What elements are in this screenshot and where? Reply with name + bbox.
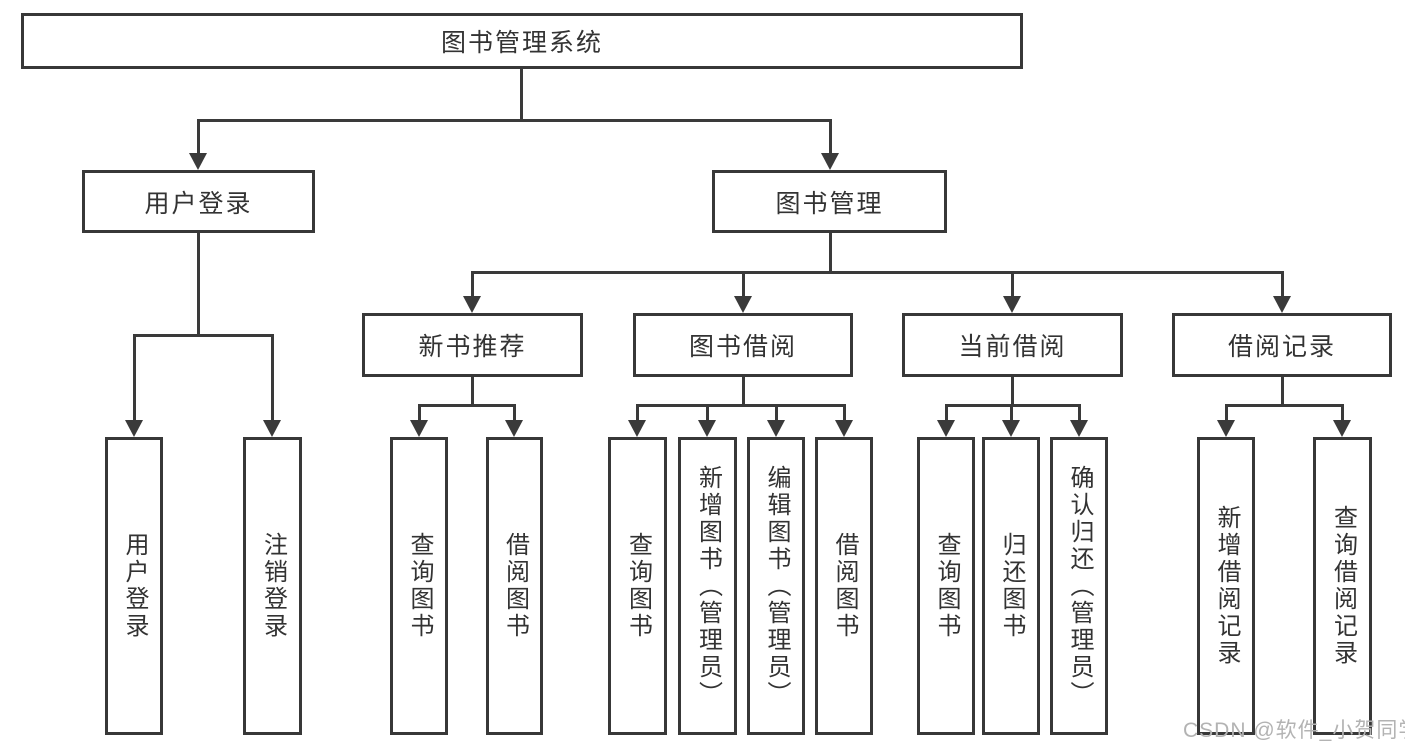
node-new-book: 新书推荐 xyxy=(362,313,583,377)
arrow-down-icon xyxy=(189,153,207,170)
leaf-nb-query-book: 查询图书 xyxy=(390,437,448,735)
arrow-down-icon xyxy=(1070,420,1088,437)
leaf-user-login: 用户登录 xyxy=(105,437,163,735)
leaf-br-add-record: 新增借阅记录 xyxy=(1197,437,1255,735)
arrow-down-icon xyxy=(734,296,752,313)
connector-line xyxy=(513,404,516,422)
node-label: 图书借阅 xyxy=(688,333,797,361)
node-label: 查询图书 xyxy=(933,532,960,640)
node-label: 图书管理 xyxy=(775,189,884,218)
arrow-down-icon xyxy=(628,420,646,437)
arrow-down-icon xyxy=(1273,296,1291,313)
connector-line xyxy=(945,404,948,422)
connector-line xyxy=(1010,404,1013,422)
arrow-down-icon xyxy=(463,296,481,313)
arrow-down-icon xyxy=(767,420,785,437)
node-book-mgmt: 图书管理 xyxy=(712,170,947,233)
connector-line xyxy=(471,271,1283,274)
node-label: 借阅图书 xyxy=(501,532,529,640)
node-label: 注销登录 xyxy=(259,532,287,640)
connector-line xyxy=(520,69,523,121)
node-label: 借阅记录 xyxy=(1227,333,1336,361)
connector-line xyxy=(197,119,200,155)
arrow-down-icon xyxy=(1003,296,1021,313)
leaf-bb-query-book: 查询图书 xyxy=(608,437,667,735)
node-book-borrow: 图书借阅 xyxy=(633,313,853,377)
node-label: 确认归还（管理员） xyxy=(1066,464,1093,708)
connector-line xyxy=(775,404,778,422)
arrow-down-icon xyxy=(821,153,839,170)
arrow-down-icon xyxy=(410,420,428,437)
node-label: 编辑图书（管理员） xyxy=(763,464,790,708)
arrow-down-icon xyxy=(505,420,523,437)
leaf-br-query-record: 查询借阅记录 xyxy=(1313,437,1372,735)
leaf-bb-borrow-book: 借阅图书 xyxy=(815,437,873,735)
connector-line xyxy=(1011,377,1014,407)
arrow-down-icon xyxy=(1002,420,1020,437)
leaf-cb-return-book: 归还图书 xyxy=(982,437,1040,735)
connector-line xyxy=(471,271,474,299)
connector-line xyxy=(1341,404,1344,422)
leaf-nb-borrow-book: 借阅图书 xyxy=(486,437,543,735)
node-current-borrow: 当前借阅 xyxy=(902,313,1123,377)
connector-line xyxy=(843,404,846,422)
connector-line xyxy=(945,404,1081,407)
connector-line xyxy=(742,377,745,407)
connector-line xyxy=(636,404,639,422)
node-label: 归还图书 xyxy=(998,532,1025,640)
leaf-cb-query-book: 查询图书 xyxy=(917,437,975,735)
node-label: 查询借阅记录 xyxy=(1329,505,1357,667)
leaf-bb-edit-book: 编辑图书（管理员） xyxy=(747,437,805,735)
node-label: 新书推荐 xyxy=(418,333,527,361)
connector-line xyxy=(1281,377,1284,407)
connector-line xyxy=(133,334,274,337)
leaf-logout: 注销登录 xyxy=(243,437,302,735)
node-label: 新增图书（管理员） xyxy=(694,464,722,708)
arrow-down-icon xyxy=(698,420,716,437)
leaf-cb-confirm-return: 确认归还（管理员） xyxy=(1050,437,1108,735)
connector-line xyxy=(829,233,832,274)
node-label: 新增借阅记录 xyxy=(1213,505,1240,667)
connector-line xyxy=(706,404,709,422)
arrow-down-icon xyxy=(263,420,281,437)
node-borrow-record: 借阅记录 xyxy=(1172,313,1392,377)
arrow-down-icon xyxy=(835,420,853,437)
connector-line xyxy=(197,119,832,122)
arrow-down-icon xyxy=(1217,420,1235,437)
connector-line xyxy=(418,404,421,422)
node-root: 图书管理系统 xyxy=(21,13,1023,69)
connector-line xyxy=(418,404,516,407)
node-label: 借阅图书 xyxy=(831,532,858,640)
connector-line xyxy=(197,233,200,337)
connector-line xyxy=(1225,404,1344,407)
connector-line xyxy=(133,334,136,422)
node-label: 查询图书 xyxy=(406,532,433,640)
node-label: 用户登录 xyxy=(144,189,253,218)
node-label: 查询图书 xyxy=(624,532,652,640)
arrow-down-icon xyxy=(937,420,955,437)
leaf-bb-add-book: 新增图书（管理员） xyxy=(678,437,737,735)
connector-line xyxy=(1281,271,1284,299)
connector-line xyxy=(829,119,832,155)
node-label: 图书管理系统 xyxy=(440,29,603,57)
connector-line xyxy=(271,334,274,422)
arrow-down-icon xyxy=(125,420,143,437)
connector-line xyxy=(1011,271,1014,299)
connector-line xyxy=(1225,404,1228,422)
connector-line xyxy=(742,271,745,299)
node-label: 当前借阅 xyxy=(958,333,1067,361)
node-user-login: 用户登录 xyxy=(82,170,315,233)
connector-line xyxy=(471,377,474,407)
connector-line xyxy=(636,404,846,407)
csdn-watermark: CSDN @软件_小贺同学 xyxy=(1183,719,1405,742)
connector-line xyxy=(1078,404,1081,422)
node-label: 用户登录 xyxy=(121,532,148,640)
arrow-down-icon xyxy=(1333,420,1351,437)
